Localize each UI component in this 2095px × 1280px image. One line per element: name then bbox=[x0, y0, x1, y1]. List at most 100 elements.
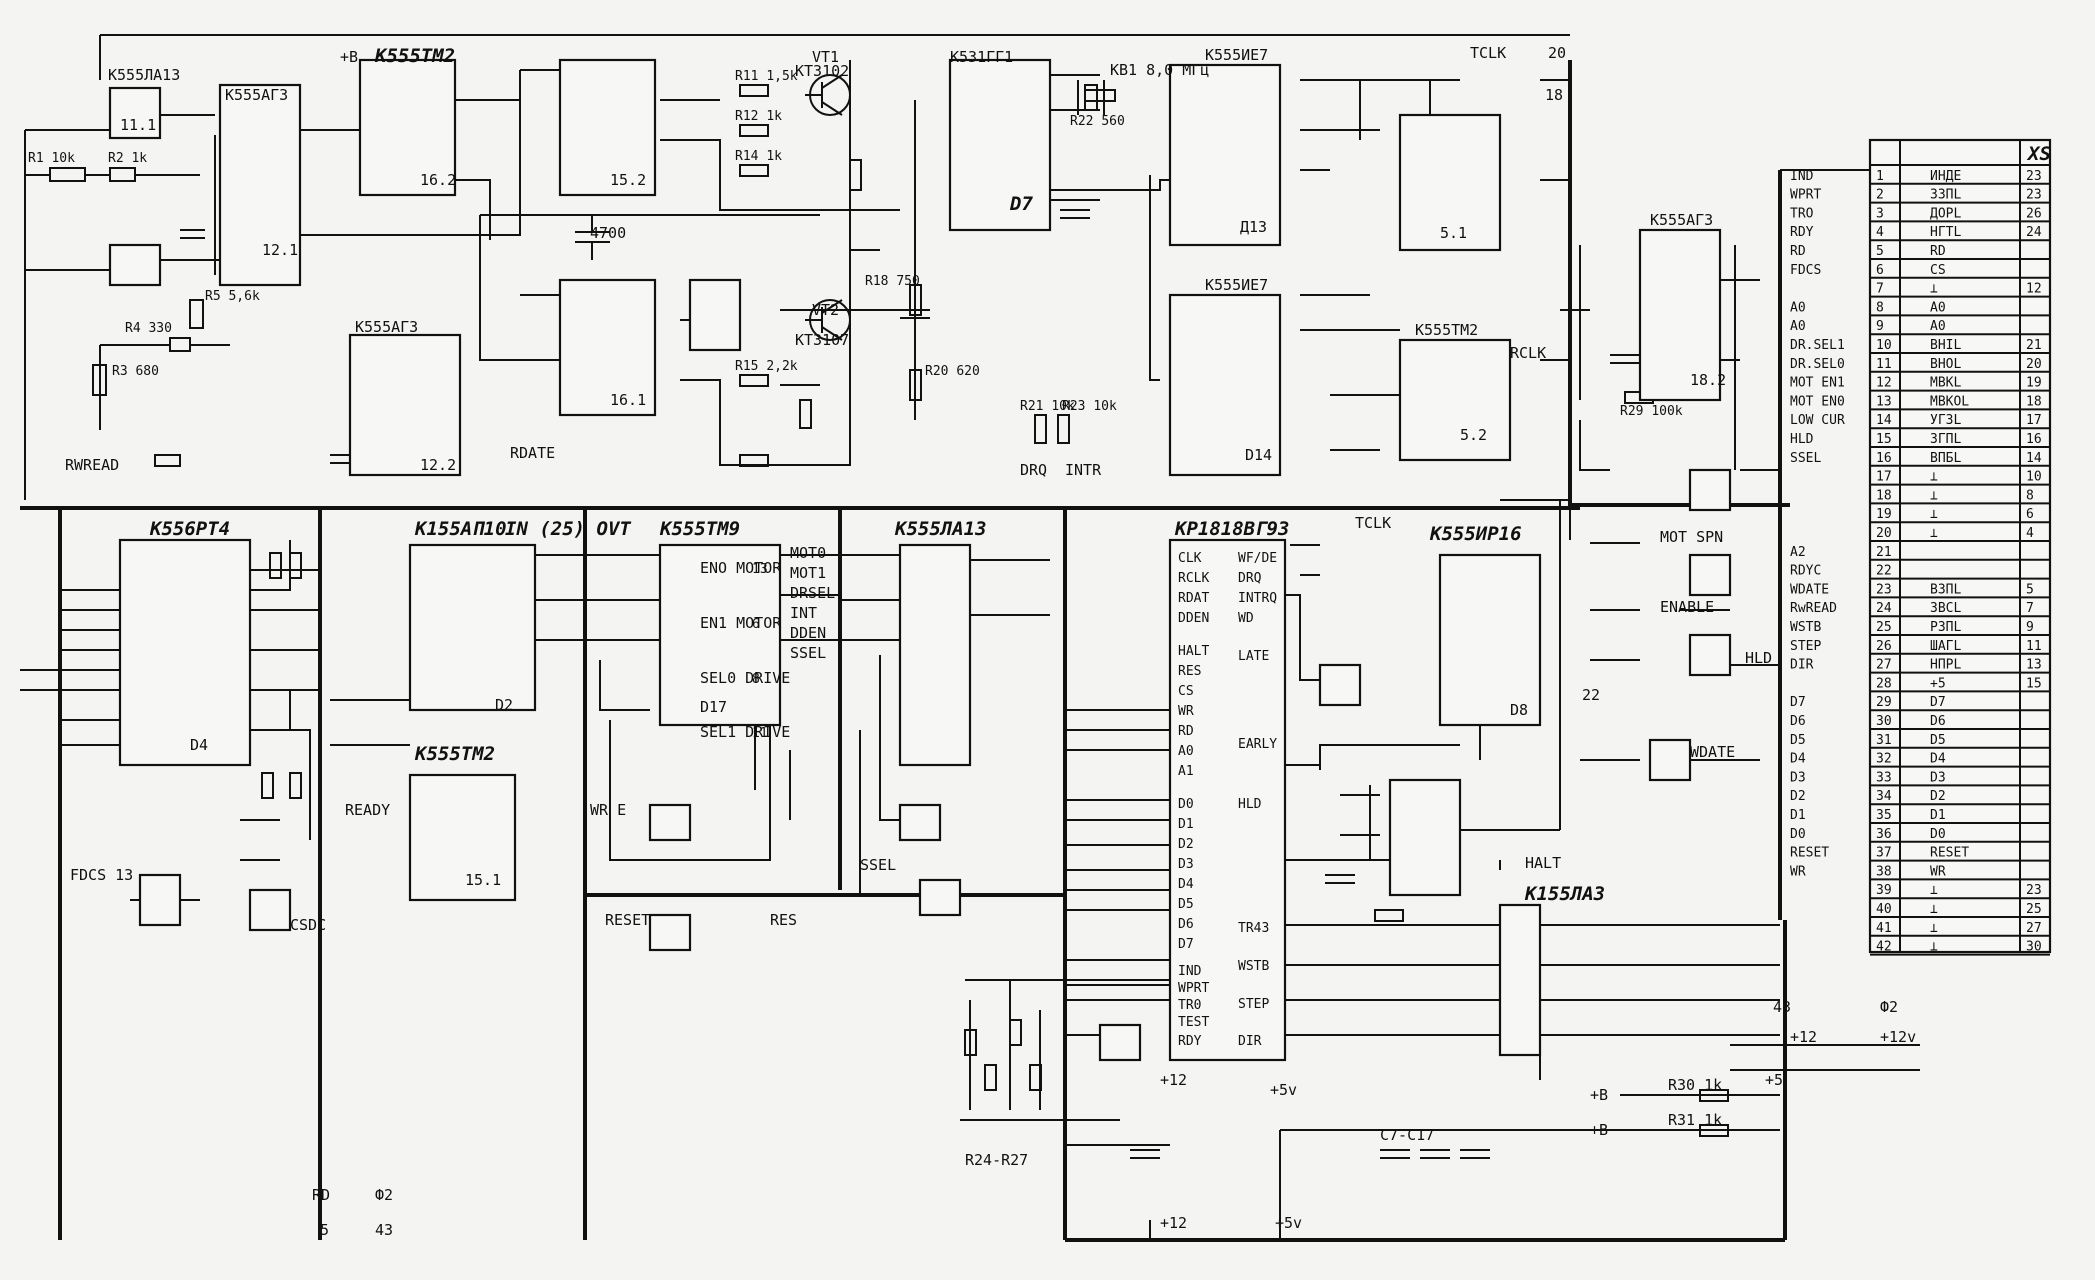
connector-pin-signal: ВЗПL bbox=[1930, 582, 1961, 597]
chip-ref-d2: D2 bbox=[495, 696, 513, 714]
connector-pin-contact: 5 bbox=[2026, 582, 2034, 597]
connector-pin-signal: D5 bbox=[1930, 733, 1946, 748]
fdc-pin: D7 bbox=[1178, 937, 1194, 952]
fdc-pin: TR43 bbox=[1238, 921, 1269, 936]
connector-pin-signal: ⊥ bbox=[1930, 282, 1938, 297]
buffer-signal-labels: MOT0 MOT1 DRSEL INT DDEN SSEL bbox=[790, 544, 835, 662]
drive-signal-pin: 6 bbox=[752, 617, 760, 632]
fdc-pin: D1 bbox=[1178, 817, 1194, 832]
connector-net-label: FDCS bbox=[1790, 263, 1821, 278]
chip-num-15-1: 15.1 bbox=[465, 871, 501, 889]
connector-pin-number: 24 bbox=[1876, 601, 1892, 616]
net-phi2-bot: Ф2 bbox=[375, 1186, 393, 1204]
fdc-pin: RES bbox=[1178, 664, 1201, 679]
fdc-pin: D5 bbox=[1178, 897, 1194, 912]
connector-pin-signal: D6 bbox=[1930, 714, 1946, 729]
chip-num-5-1: 5.1 bbox=[1440, 224, 1467, 242]
connector-net-label: MOT EN0 bbox=[1790, 394, 1845, 409]
chip-type-ie7-b: K555ИЕ7 bbox=[1205, 276, 1268, 294]
fdc-right-pins: WF/DE DRQ INTRQ WD LATE EARLY HLD TR43 W… bbox=[1238, 551, 1277, 1049]
connector-pin-signal: ⊥ bbox=[1930, 902, 1938, 917]
connector-pin-signal: МВКL bbox=[1930, 376, 1961, 391]
connector-pin-number: 42 bbox=[1876, 940, 1892, 955]
chip-type-ie7-a: K555ИЕ7 bbox=[1205, 46, 1268, 64]
connector-pin-contact: 6 bbox=[2026, 507, 2034, 522]
net-plus5-r: +5 bbox=[1765, 1071, 1783, 1089]
res-label-r29: R29 100k bbox=[1620, 404, 1683, 419]
connector-pin-number: 21 bbox=[1876, 545, 1892, 560]
connector-net-label: SSEL bbox=[1790, 451, 1821, 466]
fdc-pin: DDEN bbox=[1178, 611, 1209, 626]
connector-pin-signal: ⊥ bbox=[1930, 470, 1938, 485]
drive-signal-label: EN1 MOTOR bbox=[700, 614, 782, 632]
chip-num-16-1: 16.1 bbox=[610, 391, 646, 409]
connector-title: XS bbox=[2026, 143, 2051, 165]
chip-num-12-1: 12.1 bbox=[262, 241, 298, 259]
connector-pin-contact: 13 bbox=[2026, 658, 2042, 673]
connector-pin-signal: A0 bbox=[1930, 319, 1946, 334]
connector-pin-number: 35 bbox=[1876, 808, 1892, 823]
connector-pin-contact: 8 bbox=[2026, 488, 2034, 503]
fdc-pin: LATE bbox=[1238, 649, 1269, 664]
connector-pin-contact: 23 bbox=[2026, 169, 2042, 184]
fdc-pin: EARLY bbox=[1238, 737, 1277, 752]
connector-pin-number: 12 bbox=[1876, 376, 1892, 391]
net-ready: READY bbox=[345, 801, 390, 819]
chip-type-tm2-b: K555TM2 bbox=[1415, 321, 1478, 339]
res-label-r23: R23 10k bbox=[1062, 399, 1117, 414]
connector-pin-number: 19 bbox=[1876, 507, 1892, 522]
connector-pin-signal: ⊥ bbox=[1930, 507, 1938, 522]
fdc-pin: A1 bbox=[1178, 764, 1194, 779]
chip-type-rt4: K556PT4 bbox=[149, 518, 230, 540]
net-hld: HLD bbox=[1745, 649, 1772, 667]
connector-pin-signal: HГТL bbox=[1930, 225, 1961, 240]
label-r30: R30 1k bbox=[1668, 1076, 1722, 1094]
res-label-r3: R3 680 bbox=[112, 364, 159, 379]
connector-pin-signal: РЗПL bbox=[1930, 620, 1961, 635]
connector-pin-number: 8 bbox=[1876, 300, 1884, 315]
connector-pin-number: 23 bbox=[1876, 582, 1892, 597]
net-ssel: SSEL bbox=[860, 856, 896, 874]
res-label-r2: R2 1k bbox=[108, 151, 147, 166]
chip-ref-d8: D8 bbox=[1510, 701, 1528, 719]
net-plus12: +12 bbox=[1790, 1028, 1817, 1046]
fdc-pin: HALT bbox=[1178, 644, 1209, 659]
connector-pin-signal: ⊥ bbox=[1930, 488, 1938, 503]
connector-pin-number: 10 bbox=[1876, 338, 1892, 353]
net-reset: RESET bbox=[605, 911, 650, 929]
chip-type-ag3-b: K555АГ3 bbox=[1650, 211, 1713, 229]
connector-net-label: IND bbox=[1790, 169, 1814, 184]
connector-pin-number: 32 bbox=[1876, 752, 1892, 767]
fdc-pin: D2 bbox=[1178, 837, 1194, 852]
fdc-left-pins: CLK RCLK RDAT DDEN HALT RES CS WR RD A0 … bbox=[1178, 551, 1209, 1049]
net-res: RES bbox=[770, 911, 797, 929]
fdc-pin: WR bbox=[1178, 704, 1194, 719]
connector-pin-signal: RESET bbox=[1930, 846, 1969, 861]
connector-pin-number: 41 bbox=[1876, 921, 1892, 936]
chip-ref-d7: D7 bbox=[1009, 193, 1033, 215]
connector-pin-signal: D4 bbox=[1930, 752, 1946, 767]
connector-pin-contact: 16 bbox=[2026, 432, 2042, 447]
chip-type-k555la13-top: K555ЛА13 bbox=[108, 66, 180, 84]
connector-net-label: A2 bbox=[1790, 545, 1806, 560]
fdc-pin: STEP bbox=[1238, 997, 1269, 1012]
fdc-pin: RDAT bbox=[1178, 591, 1209, 606]
buffer-signal: INT bbox=[790, 604, 817, 622]
connector-pin-number: 3 bbox=[1876, 206, 1884, 221]
connector-net-label: DR.SEL1 bbox=[1790, 338, 1845, 353]
chip-type-tm2-a: K555TM2 bbox=[374, 45, 455, 67]
drive-signal-pin: 13 bbox=[752, 562, 768, 577]
connector-pin-signal: МВКОL bbox=[1930, 394, 1969, 409]
connector-net-label: MOT EN1 bbox=[1790, 376, 1845, 391]
net-labels: TCLK TCLK MOT SPN ENABLE HLD HALT WDATE … bbox=[65, 44, 1916, 1239]
connector-pin-number: 7 bbox=[1876, 282, 1884, 297]
fdc-pin: INTRQ bbox=[1238, 591, 1277, 606]
connector-pin-contact: 30 bbox=[2026, 940, 2042, 955]
connector-pin-signal: УГЗL bbox=[1930, 413, 1961, 428]
connector-pin-contact: 4 bbox=[2026, 526, 2034, 541]
chip-type-ir16: K555ИP16 bbox=[1429, 523, 1522, 545]
connector-net-label: D6 bbox=[1790, 714, 1806, 729]
connector-net-label: LOW CUR bbox=[1790, 413, 1845, 428]
